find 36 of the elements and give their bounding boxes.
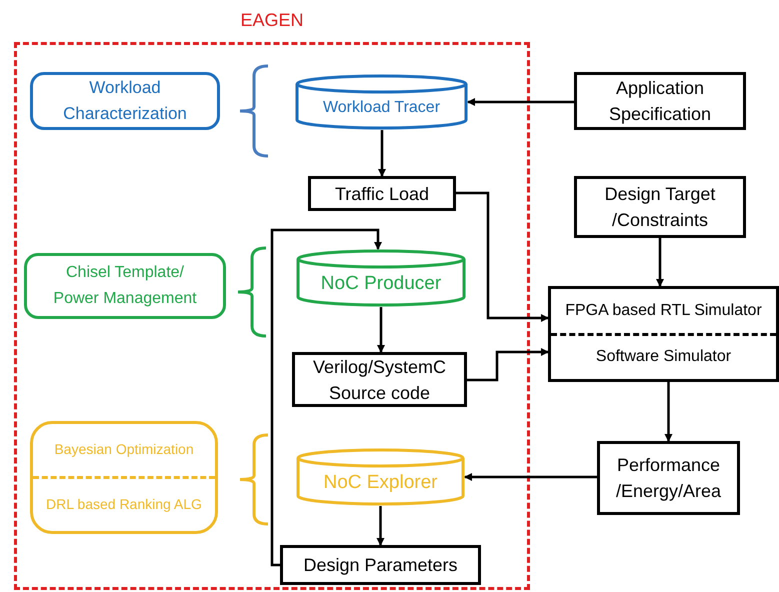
arrow <box>464 473 597 481</box>
rounded-box <box>24 253 226 319</box>
node-label: Design Target /Constraints <box>604 183 716 232</box>
node-label: Design Parameters <box>303 554 458 577</box>
node-label: Workload Characterization <box>62 77 188 125</box>
process-box <box>574 176 746 238</box>
arrow <box>456 192 549 322</box>
node-label: NoC Explorer <box>323 471 438 495</box>
node-label: DRL based Ranking ALG <box>46 496 202 514</box>
arrow <box>377 307 385 353</box>
node-label: NoC Producer <box>320 272 442 296</box>
process-box <box>597 441 740 515</box>
arrow <box>656 238 664 287</box>
rounded-box <box>30 72 220 130</box>
split-process-box <box>548 286 779 382</box>
process-box <box>292 352 467 407</box>
arrow <box>270 228 382 566</box>
split-rounded-box <box>30 421 218 534</box>
arrow <box>664 382 672 442</box>
arrow <box>467 98 574 106</box>
node-label: Application Specification <box>608 77 712 126</box>
node-label: Software Simulator <box>596 347 732 368</box>
process-box <box>308 176 456 211</box>
arrow <box>378 130 386 177</box>
process-box <box>280 545 481 585</box>
arrow <box>376 506 384 546</box>
node-label: Workload Tracer <box>322 98 440 118</box>
node-label: Bayesian Optimization <box>54 441 194 459</box>
node-label: FPGA based RTL Simulator <box>565 300 762 321</box>
node-label: Verilog/SystemC Source code <box>312 356 448 404</box>
node-label: Chisel Template/ Power Management <box>52 263 198 309</box>
arrow <box>467 348 549 382</box>
group-heading: EAGEN <box>240 9 304 32</box>
node-label: Performance /Energy/Area <box>614 454 722 503</box>
node-label: Traffic Load <box>334 182 430 206</box>
process-box <box>574 72 746 130</box>
